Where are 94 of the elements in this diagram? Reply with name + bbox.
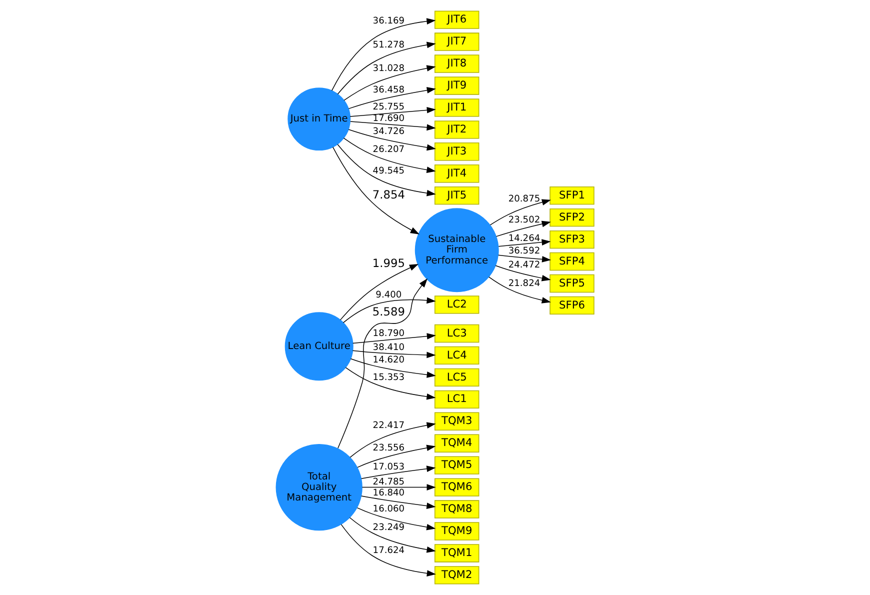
arrow (342, 297, 436, 324)
node-box: LC5 (434, 368, 480, 387)
node-circle: Just in Time (288, 88, 351, 151)
node-box: LC3 (434, 324, 480, 343)
node-box: SFP1 (550, 186, 594, 205)
arrow (344, 65, 436, 101)
arrow (338, 278, 428, 449)
edge-label: 26.207 (372, 145, 405, 156)
edge-label: 16.840 (372, 488, 405, 498)
node-box: TQM5 (434, 456, 480, 474)
edge-label: 49.545 (372, 166, 405, 176)
node-box: LC4 (434, 346, 480, 365)
edge-label: 18.790 (372, 329, 405, 340)
node-box: JIT2 (434, 120, 480, 139)
node-box: SFP2 (550, 208, 594, 227)
edge-label: 14.264 (508, 234, 540, 244)
arrow (498, 239, 551, 247)
edge-label: 24.785 (372, 478, 405, 488)
edge-label: 9.400 (376, 290, 402, 301)
edge-label: 22.417 (372, 420, 405, 431)
arrow (350, 358, 436, 378)
node-circle: Sustainable Firm Performance (414, 208, 499, 292)
edge-label: 17.624 (372, 546, 405, 556)
arrow (345, 367, 436, 400)
node-box: SFP4 (550, 252, 594, 271)
edge-label: 31.028 (372, 64, 405, 74)
arrow (350, 121, 436, 131)
node-box: TQM6 (434, 478, 480, 496)
arrow (340, 524, 436, 576)
node-box: SFP5 (550, 274, 594, 293)
edge-label: 23.556 (372, 444, 405, 454)
arrow (495, 265, 551, 282)
edge-label: 36.169 (372, 16, 405, 26)
node-box: JIT1 (434, 98, 480, 117)
node-circle: Lean Culture (284, 312, 354, 381)
node-box: TQM9 (434, 522, 480, 540)
arrow (361, 496, 436, 509)
node-box: JIT6 (434, 10, 480, 29)
arrow (357, 444, 436, 468)
node-box: JIT3 (434, 142, 480, 161)
node-circle: Total Quality Management (276, 444, 362, 531)
arrow (352, 333, 436, 344)
arrow (498, 254, 552, 262)
edge-label: 17.690 (372, 114, 405, 124)
arrow (348, 129, 436, 151)
edge-label: 23.249 (372, 523, 405, 534)
arrow (340, 264, 419, 320)
edge-label: 7.854 (372, 188, 405, 202)
edge-label: 25.755 (372, 102, 405, 113)
edge-label: 20.875 (508, 194, 540, 204)
edge-label: 36.592 (508, 246, 540, 257)
node-box: LC2 (434, 296, 480, 314)
edge-label: 14.620 (372, 356, 405, 366)
arrow (361, 466, 436, 479)
node-box: TQM8 (434, 500, 480, 518)
arrow (331, 18, 436, 91)
node-box: TQM2 (434, 566, 480, 584)
edge-label: 21.824 (508, 279, 540, 290)
node-box: SFP6 (550, 296, 594, 315)
arrow (337, 42, 436, 95)
edge-label: 51.278 (372, 40, 405, 51)
edge-label: 15.353 (372, 373, 405, 384)
edge-label: 34.726 (372, 126, 405, 137)
arrow (356, 507, 436, 530)
node-box: JIT4 (434, 164, 480, 183)
arrow (362, 484, 436, 490)
arrow (490, 199, 552, 226)
node-box: TQM4 (434, 434, 480, 452)
arrow (488, 276, 551, 304)
edge-label: 17.053 (372, 462, 405, 473)
node-box: JIT5 (434, 186, 480, 205)
node-box: LC1 (434, 390, 480, 408)
edge-label: 36.458 (372, 85, 405, 96)
edge-label: 23.502 (508, 216, 540, 226)
arrow (348, 87, 436, 110)
arrow (332, 146, 420, 234)
edge-label: 24.472 (508, 260, 540, 270)
arrow (352, 350, 436, 358)
arrow (349, 517, 436, 553)
arrow (496, 220, 551, 237)
node-box: SFP3 (550, 230, 594, 249)
node-box: TQM3 (434, 412, 480, 430)
node-box: TQM1 (434, 544, 480, 562)
arrow (337, 144, 436, 196)
arrow (350, 422, 436, 458)
node-box: JIT7 (434, 32, 480, 51)
edge-label: 1.995 (372, 256, 405, 270)
node-box: JIT8 (434, 54, 480, 73)
edge-label: 38.410 (372, 342, 405, 353)
arrow (350, 106, 436, 117)
arrow (343, 138, 436, 173)
edge-label: 5.589 (372, 304, 405, 318)
node-box: JIT9 (434, 76, 480, 95)
edge-label: 16.060 (372, 504, 405, 514)
